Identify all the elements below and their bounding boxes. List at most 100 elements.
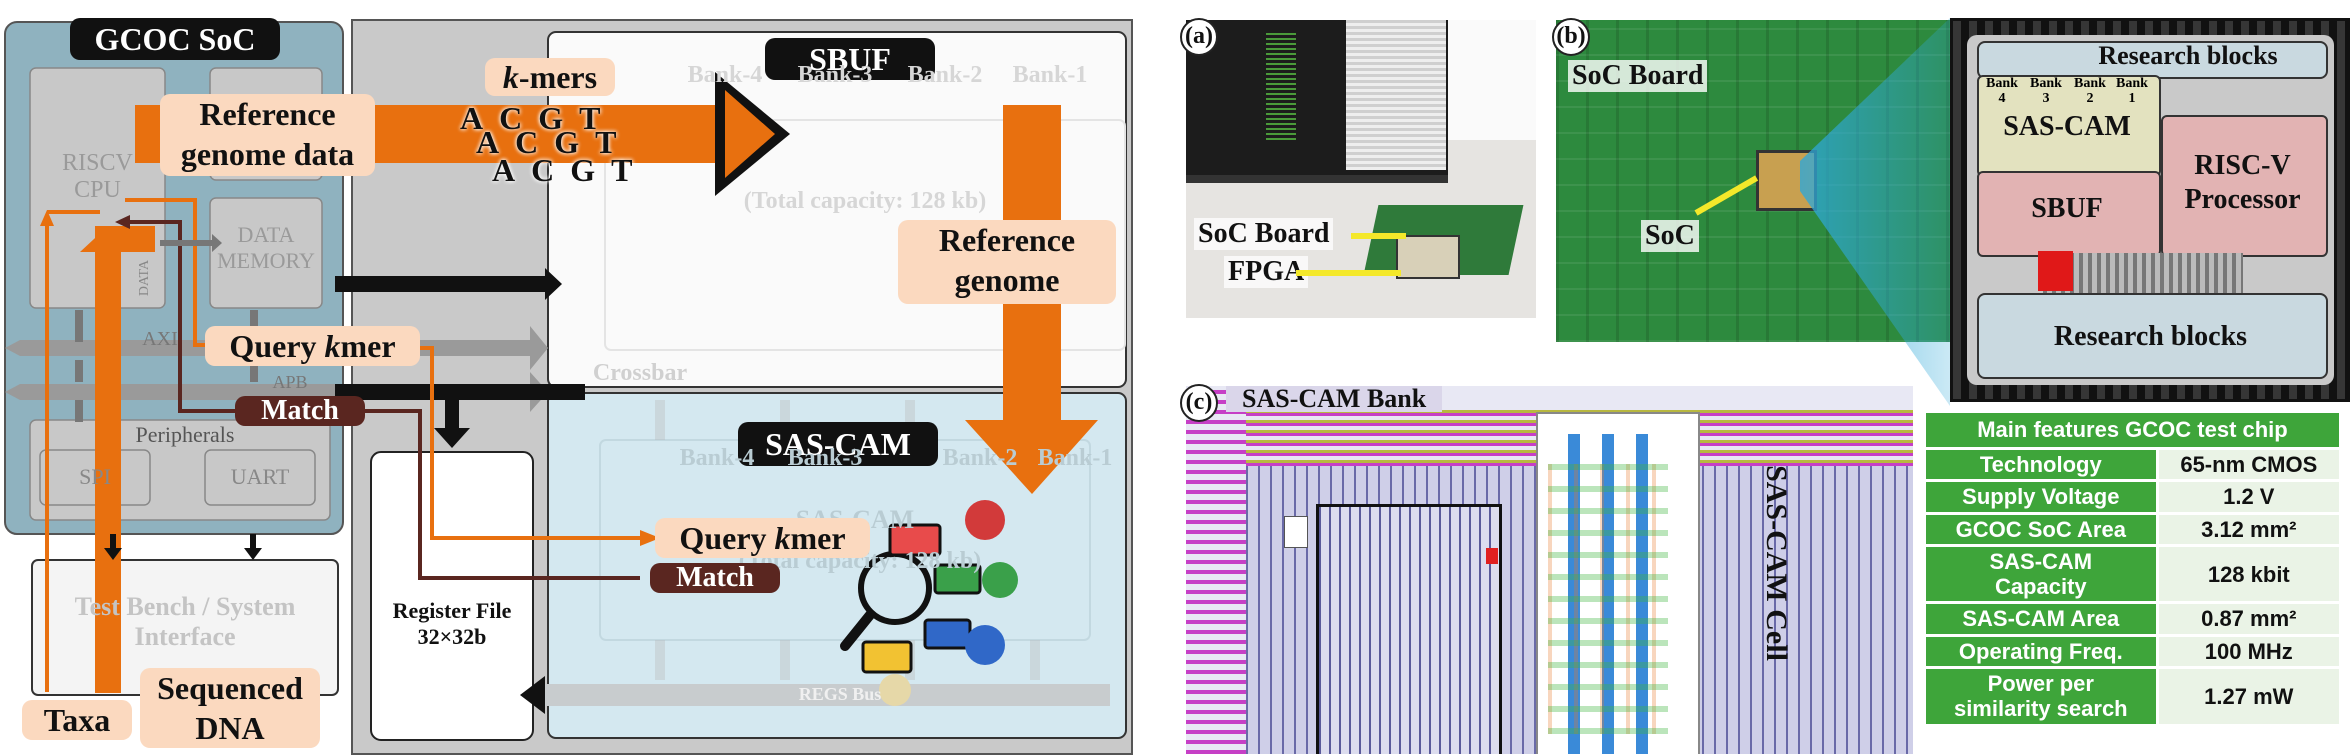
kmer-row-3: ACGT — [492, 152, 649, 188]
die-bank-4: Bank 4 — [1986, 76, 2018, 106]
taxa-label: Taxa — [22, 700, 132, 740]
regs-bus-arrow — [520, 676, 545, 714]
regs-bus — [545, 684, 1110, 706]
sbuf-bank-2: Bank-2 — [907, 62, 983, 88]
feature-key: Operating Freq. — [1926, 636, 2156, 667]
features-table-title: Main features GCOC test chip — [1926, 413, 2339, 447]
feature-value: 1.27 mW — [2158, 669, 2339, 724]
feature-value: 3.12 mm² — [2158, 514, 2339, 544]
kmers-title-rest: -mers — [518, 59, 598, 95]
query-path-2 — [420, 346, 640, 540]
testbench-label: Test Bench / System Interface — [74, 592, 296, 651]
zoom-cone — [1800, 18, 1950, 406]
die-sbuf-block — [1977, 171, 2161, 257]
query-kmer-2-k: k — [774, 520, 791, 556]
panel-b-board-label: SoC Board — [1568, 60, 1708, 92]
match-label-2: Match — [650, 563, 780, 593]
die-research-bottom-label: Research blocks — [2053, 321, 2248, 352]
panel-a-arrow-2 — [1296, 270, 1401, 276]
feature-value: 0.87 mm² — [2158, 604, 2339, 634]
query-kmer-1-post: mer — [340, 328, 396, 364]
die-research-bottom — [1977, 293, 2328, 379]
zoom-rect — [1316, 504, 1502, 754]
kmer-row-2: ACGT — [476, 124, 633, 160]
sascam-bank-3: Bank-3 — [787, 445, 863, 471]
die-bank-3: Bank 3 — [2030, 76, 2062, 106]
die-shot: Research blocks Bank 4 Bank 3 Bank 2 Ban… — [1950, 18, 2350, 402]
die-sascam-label: SAS-CAM — [2003, 111, 2131, 142]
table-row: Operating Freq.100 MHz — [1926, 636, 2339, 667]
feature-key: Technology — [1926, 450, 2156, 480]
sequenced-dna-label: Sequenced DNA — [140, 668, 320, 748]
crossbar-label: Crossbar — [592, 360, 688, 386]
die-riscv-label: RISC-V Processor — [2184, 150, 2301, 215]
sbuf-capacity: (Total capacity: 128 kb) — [743, 188, 987, 214]
die-sbuf-label: SBUF — [2031, 193, 2103, 224]
panel-a-arrow-1 — [1351, 233, 1406, 239]
query-kmer-2-post: mer — [790, 520, 846, 556]
soc-title: GCOC SoC — [70, 18, 280, 60]
data-memory-label: DATA MEMORY — [217, 222, 315, 273]
feature-value: 65-nm CMOS — [2158, 450, 2339, 480]
match-path-1 — [310, 409, 640, 580]
reference-genome-label: Reference genome — [898, 220, 1116, 304]
feature-key: Power per similarity search — [1926, 669, 2156, 724]
die-bank-1: Bank 1 — [2116, 76, 2148, 106]
cpu-label: RISCV CPU — [62, 150, 133, 203]
query-kmer-label-1: Query kmer — [205, 326, 420, 366]
kmers-title: k-mers — [485, 58, 615, 96]
apb-bus — [5, 372, 548, 412]
sbuf-bank-3: Bank-3 — [797, 62, 873, 88]
die-riscv-block — [2161, 115, 2328, 257]
feature-key: Supply Voltage — [1926, 482, 2156, 512]
die-research-top-label: Research blocks — [2098, 41, 2278, 70]
query-kmer-2-pre: Query — [679, 520, 775, 556]
kmer-row-1: ACGT — [460, 100, 617, 136]
sbuf-title: SBUF — [765, 38, 935, 80]
data-label: DATA — [137, 259, 152, 297]
panel-c-layout: SAS-CAM Cell SAS-CAM Bank — [1186, 386, 1913, 754]
spi-label: SPI — [79, 464, 111, 489]
kmers-title-k: k — [502, 59, 519, 95]
dna-arrow — [95, 248, 121, 693]
feature-value: 128 kbit — [2158, 546, 2339, 602]
panel-a-fpga-label: FPGA — [1224, 256, 1309, 288]
sascam-title: SAS-CAM — [738, 422, 938, 466]
panel-b-soc-label: SoC — [1641, 220, 1699, 252]
peripherals-label: Peripherals — [135, 422, 235, 447]
sascam-bank-2: Bank-2 — [942, 445, 1018, 471]
feature-key: SAS-CAM Capacity — [1926, 546, 2156, 602]
cell-label: SAS-CAM Cell — [1760, 465, 1793, 661]
bank-title: SAS-CAM Bank — [1226, 386, 1443, 412]
uart-block — [204, 449, 316, 506]
panel-a-letter: (a) — [1180, 18, 1218, 56]
sbuf-bank-4: Bank-4 — [687, 62, 763, 88]
sbuf-bank-1: Bank-1 — [1012, 62, 1088, 88]
die-bank-2: Bank 2 — [2074, 76, 2106, 106]
match-path-2 — [130, 220, 235, 413]
die-sascam-block — [1977, 75, 2161, 177]
feature-value: 100 MHz — [2158, 636, 2339, 667]
kmers-graphic: ACGT ACGT ACGT — [450, 100, 680, 192]
register-file-label: Register File 32×32b — [392, 598, 512, 649]
monitor — [1186, 20, 1448, 183]
panel-b-letter: (b) — [1552, 18, 1590, 56]
sascam-bank-1: Bank-1 — [1037, 445, 1113, 471]
feature-key: SAS-CAM Area — [1926, 604, 2156, 634]
feature-key: GCOC SoC Area — [1926, 514, 2156, 544]
panel-a-photo: SoC Board FPGA — [1186, 20, 1536, 318]
sascam-bank-4: Bank-4 — [679, 445, 755, 471]
axi-label: AXI — [142, 328, 178, 350]
search-magnifier-icon — [840, 500, 1018, 706]
match-label-1: Match — [235, 396, 365, 426]
query-kmer-label-2: Query kmer — [655, 518, 870, 558]
uart-label: UART — [230, 464, 290, 489]
query-kmer-1-k: k — [324, 328, 341, 364]
data-bus — [335, 276, 545, 292]
panel-c-letter: (c) — [1180, 384, 1218, 422]
